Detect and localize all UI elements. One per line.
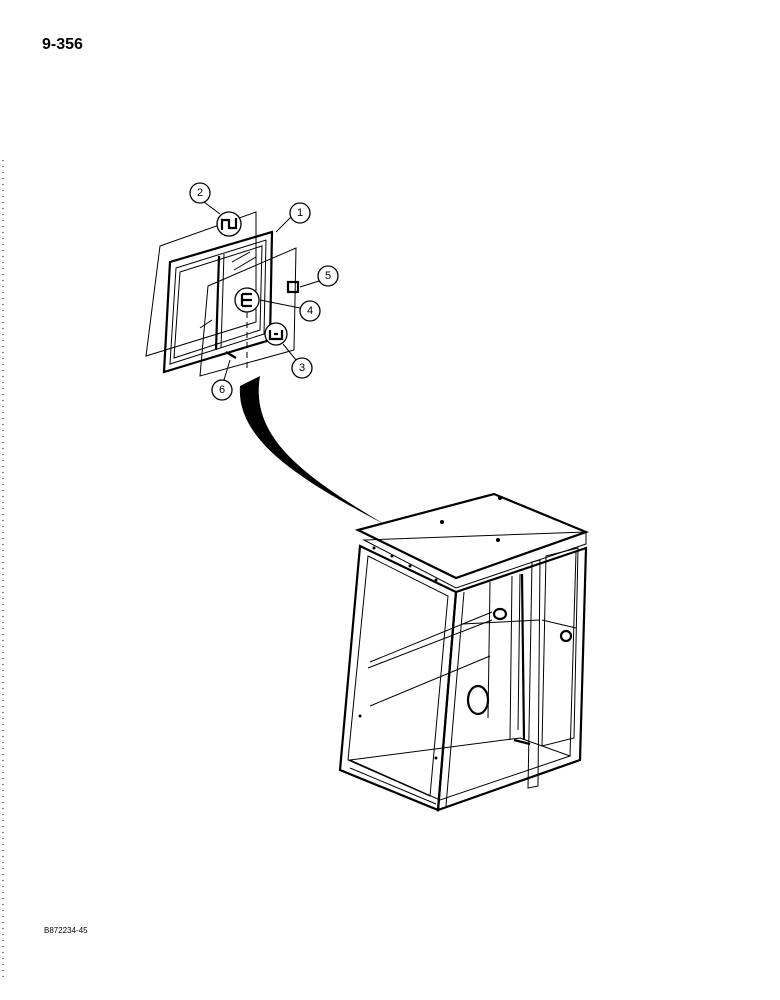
callout-5: 5: [317, 265, 339, 287]
cab-front-frame: [338, 544, 458, 812]
drawing-code: B872234-45: [44, 926, 88, 935]
page-number: 9-356: [42, 36, 83, 53]
callout-4: 4: [299, 300, 321, 322]
latch: [286, 280, 300, 294]
cab: [338, 492, 590, 812]
window-assembly: [145, 201, 320, 381]
callout-2-label: 2: [197, 187, 203, 199]
callout-3: 3: [291, 357, 313, 379]
callout-4-label: 4: [307, 305, 313, 317]
callout-6: 6: [211, 379, 233, 401]
callout-2: 2: [189, 182, 211, 204]
callout-3-label: 3: [299, 362, 305, 374]
location-arrow: [239, 376, 384, 524]
callout-1: 1: [289, 202, 311, 224]
callout-5-label: 5: [325, 270, 331, 282]
callout-6-label: 6: [219, 384, 225, 396]
catch: [225, 351, 237, 359]
gasket-sheet: [145, 211, 257, 357]
callout-1-label: 1: [297, 207, 303, 219]
glass-panel: [199, 247, 297, 377]
